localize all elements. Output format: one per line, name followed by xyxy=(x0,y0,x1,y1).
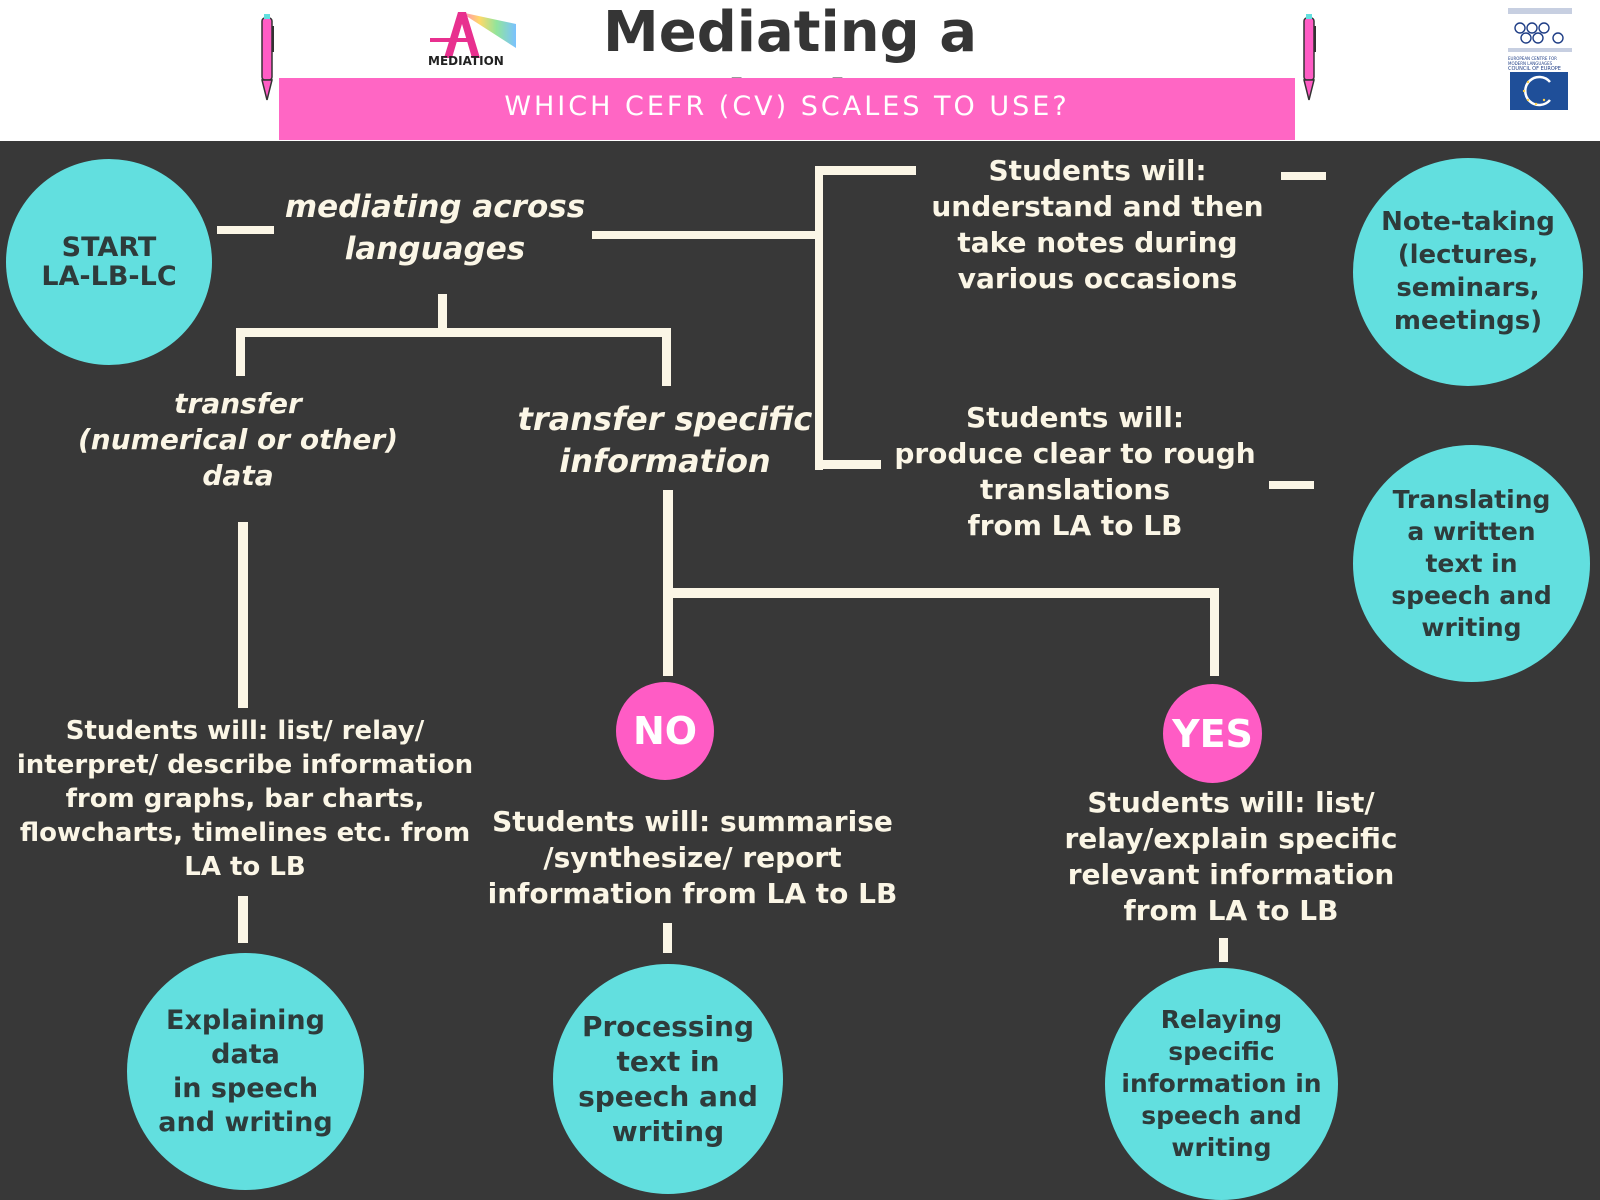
connector-line xyxy=(663,923,672,953)
connector-line xyxy=(663,490,673,676)
connector-line xyxy=(438,294,447,336)
translation-description: Students will: produce clear to rough tr… xyxy=(894,401,1256,542)
mediation-logo-icon xyxy=(430,12,516,58)
connector-line xyxy=(238,896,248,943)
council-of-europe-logo-icon xyxy=(1510,72,1568,110)
connector-line xyxy=(236,328,245,376)
mediation-logo-text: MEDIATION xyxy=(428,54,504,68)
explaining-data-description: Students will: list/ relay/ interpret/ d… xyxy=(16,716,474,882)
connector-line xyxy=(663,588,1219,598)
explaining-data-scale-node: Explaining data in speech and writing xyxy=(127,953,364,1190)
processing-text-description: Students will: summarise /synthesize/ re… xyxy=(487,805,898,910)
connector-line xyxy=(217,226,274,234)
note-taking-description: Students will: understand and then take … xyxy=(931,154,1264,295)
connector-line xyxy=(236,328,670,337)
no-decision-node: NO xyxy=(616,682,714,780)
processing-text-scale-node: Processing text in speech and writing xyxy=(553,964,783,1194)
connector-line xyxy=(662,328,671,386)
connector-line xyxy=(1210,588,1219,676)
connector-line xyxy=(592,231,818,239)
yes-decision-node: YES xyxy=(1163,684,1262,783)
connector-line xyxy=(1269,481,1314,489)
relaying-information-scale-node: Relaying specific information in speech … xyxy=(1105,968,1338,1200)
connector-line xyxy=(815,460,881,469)
ecml-logo-icon xyxy=(1508,8,1572,52)
connector-line xyxy=(1219,938,1228,962)
pen-icon xyxy=(1303,14,1316,101)
connector-line xyxy=(815,166,823,470)
connector-line xyxy=(1281,172,1326,180)
transfer-specific-information-label: transfer specific information xyxy=(517,400,813,480)
transfer-data-label: transfer (numerical or other) data xyxy=(77,387,399,492)
ecml-logo-text: EUROPEAN CENTRE FOR MODERN LANGUAGES xyxy=(1508,56,1557,66)
mediating-across-languages-label: mediating across languages xyxy=(284,189,586,267)
start-node: START LA-LB-LC xyxy=(6,159,212,365)
banner: WHICH CEFR (CV) SCALES TO USE? xyxy=(279,78,1295,140)
connector-line xyxy=(238,522,248,708)
relaying-information-description: Students will: list/ relay/explain speci… xyxy=(1064,786,1398,927)
translating-scale-node: Translating a written text in speech and… xyxy=(1353,445,1590,682)
pen-icon xyxy=(261,14,274,101)
coe-logo-text: COUNCIL OF EUROPE xyxy=(1508,66,1561,72)
connector-line xyxy=(815,166,916,175)
note-taking-scale-node: Note-taking (lectures, seminars, meeting… xyxy=(1353,158,1583,386)
